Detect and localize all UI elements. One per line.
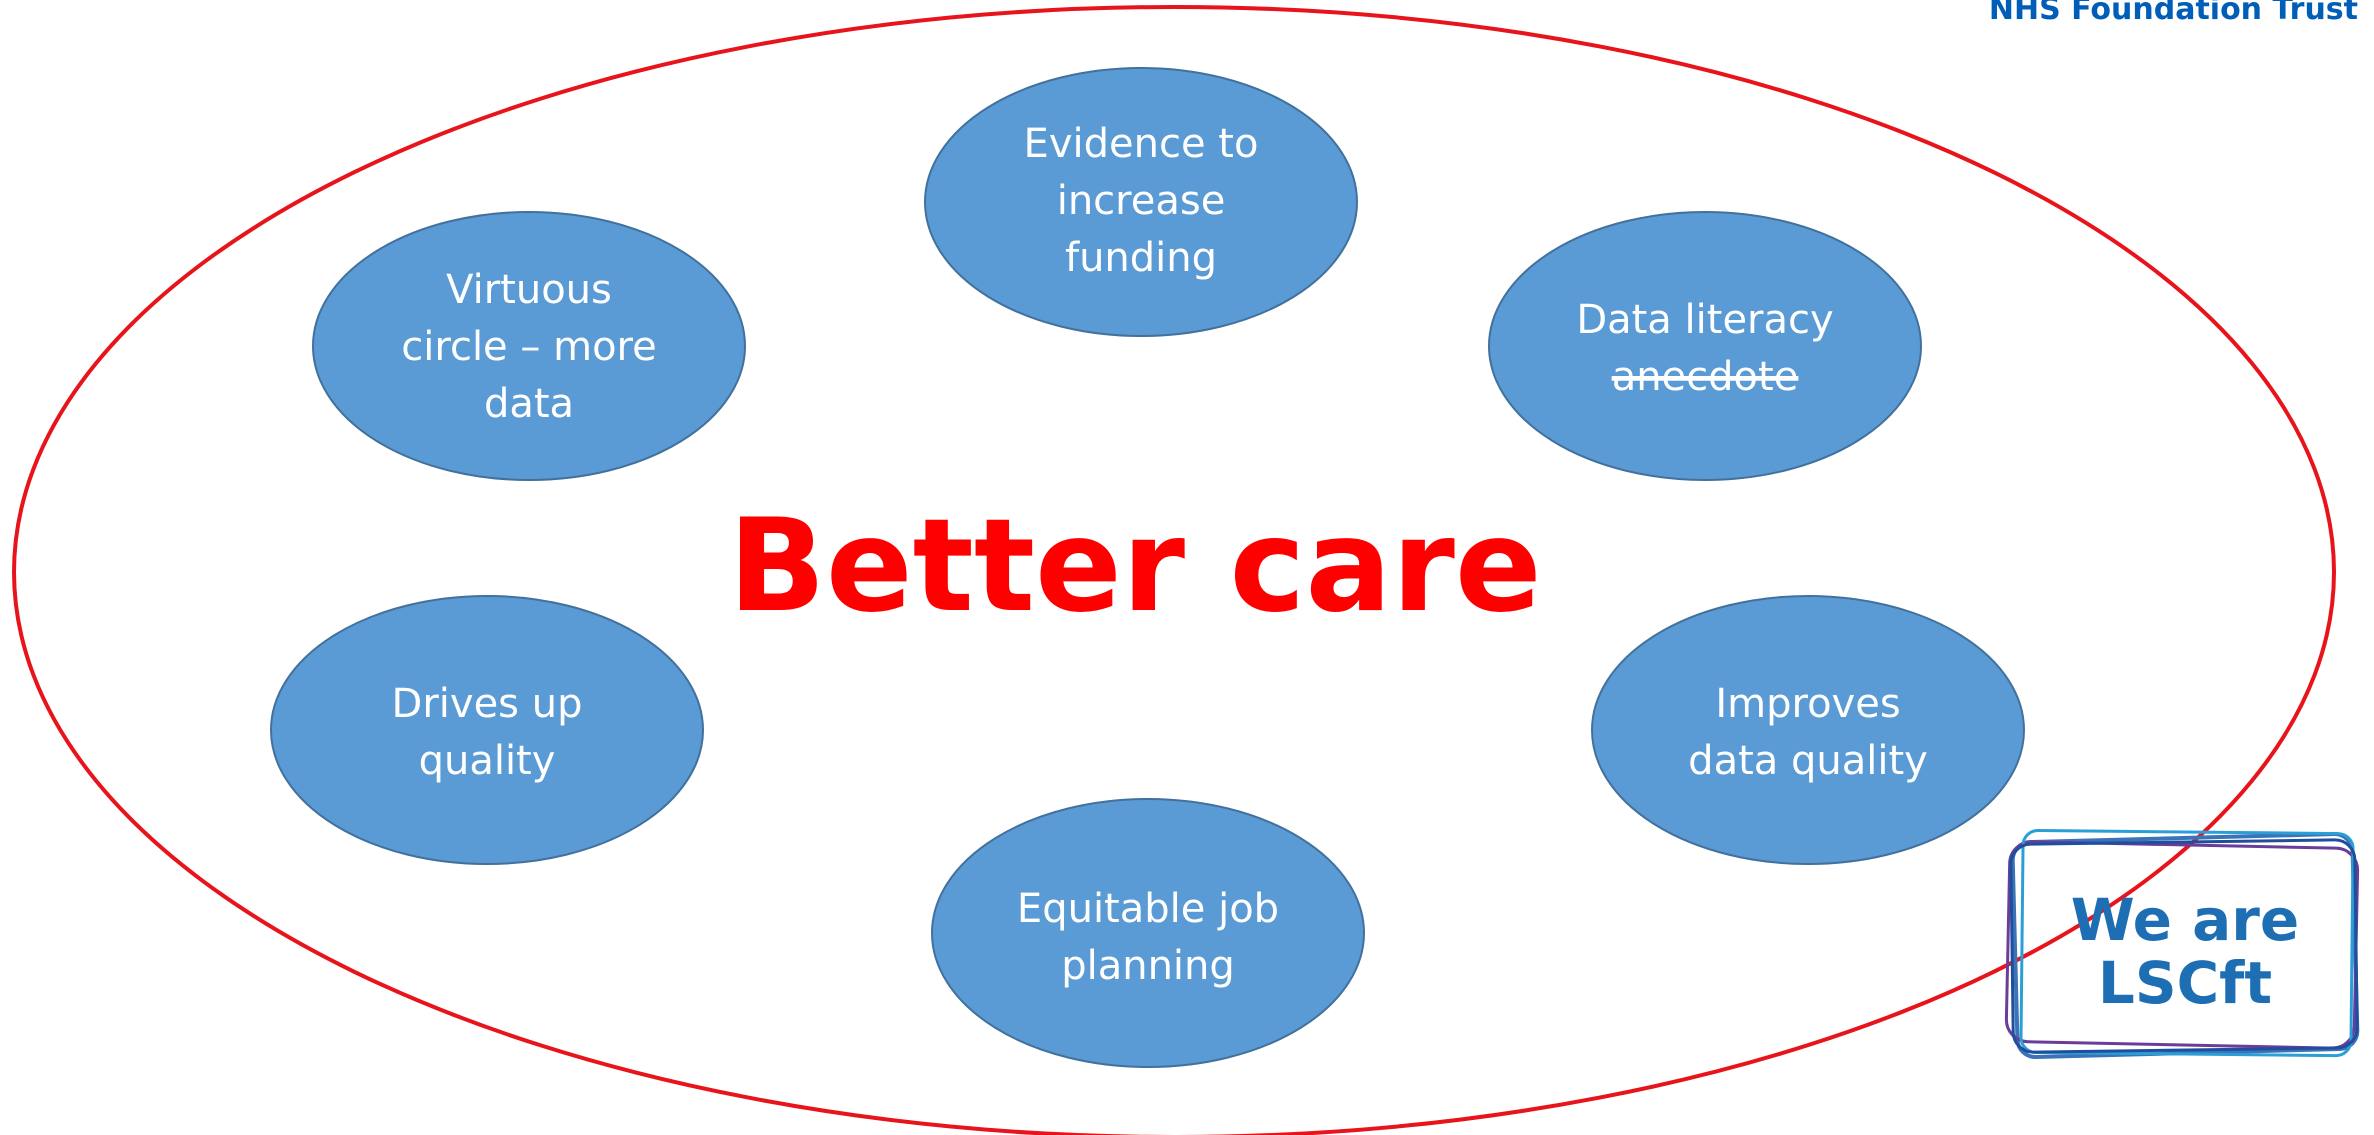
bubble-shape	[270, 595, 704, 865]
bubble-label-line: Virtuous	[446, 267, 612, 313]
bubble-evidence-funding: Evidence to increase funding	[924, 67, 1358, 337]
outer-ellipse	[12, 5, 2336, 1135]
bubble-label-line: increase	[1057, 178, 1226, 224]
bubble-label-line: Improves	[1715, 681, 1900, 727]
bubble-shape	[1488, 211, 1922, 481]
center-title: Better care	[728, 492, 1541, 641]
bubble-shape	[312, 211, 746, 481]
lscft-logo: We are LSCft	[2004, 828, 2360, 1059]
bubble-data-literacy: Data literacy anecdote	[1488, 211, 1922, 481]
bubble-virtuous-circle: Virtuous circle – more data	[312, 211, 746, 481]
bubble-job-planning: Equitable job planning	[931, 798, 1365, 1068]
bubble-label-line: Data literacy	[1576, 297, 1833, 343]
bubble-label-line: Drives up	[392, 681, 583, 727]
bubble-drives-quality: Drives up quality	[270, 595, 704, 865]
bubble-label-line: data quality	[1688, 738, 1928, 784]
logo-text-we-are: We are	[2071, 886, 2300, 954]
bubble-label-line: Equitable job	[1017, 886, 1279, 932]
bubble-data-quality: Improves data quality	[1591, 595, 2025, 865]
logo-text-lscft: LSCft	[2098, 949, 2272, 1017]
bubble-label-line: anecdote	[1612, 354, 1799, 400]
bubble-label-line: Evidence to	[1024, 121, 1259, 167]
bubble-shape	[924, 67, 1358, 337]
bubble-label-line: data	[484, 381, 574, 427]
bubble-label-line: circle – more	[401, 324, 656, 370]
bubble-shape	[931, 798, 1365, 1068]
organisation-name: NHS Foundation Trust	[1988, 0, 2358, 27]
bubble-label-line: quality	[419, 738, 556, 784]
bubble-shape	[1591, 595, 2025, 865]
bubble-label-line: funding	[1065, 235, 1217, 281]
bubble-label-line: planning	[1061, 943, 1235, 989]
